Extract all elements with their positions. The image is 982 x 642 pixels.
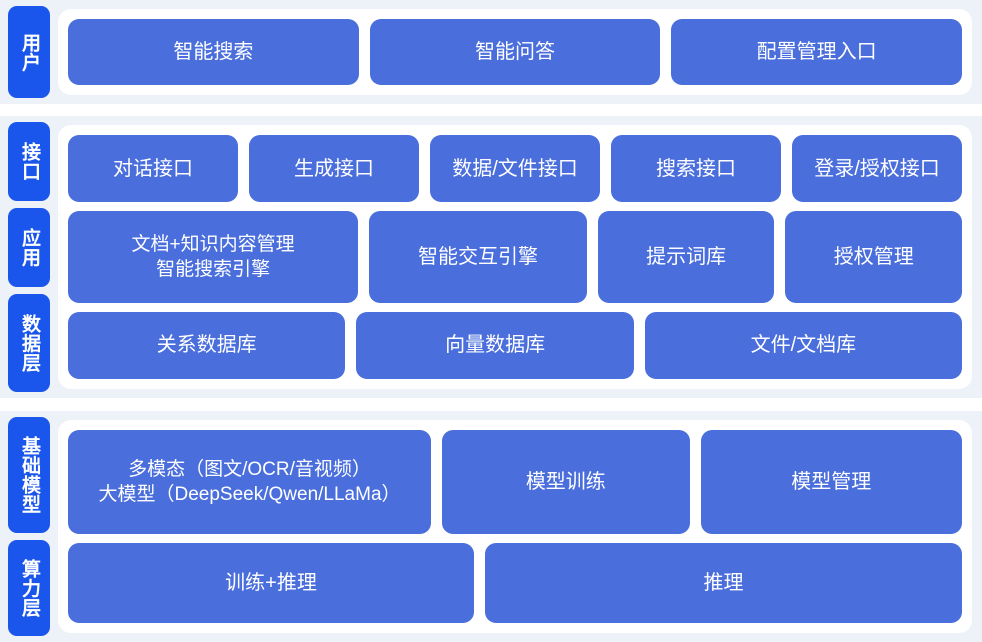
layer-tab[interactable]: 接口 <box>8 122 50 201</box>
capability-box[interactable]: 向量数据库 <box>356 311 634 379</box>
capability-box[interactable]: 模型训练 <box>442 430 690 535</box>
capability-box[interactable]: 多模态（图文/OCR/音视频） 大模型（DeepSeek/Qwen/LLaMa） <box>68 430 432 535</box>
layer-band-user: 用户智能搜索智能问答配置管理入口 <box>0 0 982 104</box>
layer-panel: 多模态（图文/OCR/音视频） 大模型（DeepSeek/Qwen/LLaMa）… <box>58 420 972 633</box>
layer-tab[interactable]: 应用 <box>8 207 50 287</box>
capability-box[interactable]: 生成接口 <box>249 135 419 203</box>
layer-band-foundation-model-compute: 基础模型算力层多模态（图文/OCR/音视频） 大模型（DeepSeek/Qwen… <box>0 411 982 642</box>
capability-box[interactable]: 智能交互引擎 <box>369 211 587 303</box>
capability-box[interactable]: 数据/文件接口 <box>430 135 600 203</box>
capability-box[interactable]: 对话接口 <box>68 135 238 203</box>
layer-panel: 对话接口生成接口数据/文件接口搜索接口登录/授权接口文档+知识内容管理 智能搜索… <box>58 125 972 389</box>
layer-tab[interactable]: 基础模型 <box>8 417 50 533</box>
layer-row: 文档+知识内容管理 智能搜索引擎智能交互引擎提示词库授权管理 <box>68 211 963 303</box>
capability-box[interactable]: 智能问答 <box>369 19 661 85</box>
layer-tab-rail: 用户 <box>0 0 58 104</box>
capability-box[interactable]: 搜索接口 <box>611 135 781 203</box>
layer-tab[interactable]: 算力层 <box>8 539 50 636</box>
capability-box[interactable]: 登录/授权接口 <box>792 135 962 203</box>
capability-box[interactable]: 推理 <box>485 543 962 623</box>
capability-box[interactable]: 关系数据库 <box>68 311 346 379</box>
layer-tab[interactable]: 用户 <box>8 6 50 98</box>
capability-box[interactable]: 文档+知识内容管理 智能搜索引擎 <box>68 211 359 303</box>
capability-box[interactable]: 配置管理入口 <box>671 19 963 85</box>
layer-panel: 智能搜索智能问答配置管理入口 <box>58 9 972 95</box>
capability-box[interactable]: 提示词库 <box>597 211 775 303</box>
layer-row: 训练+推理推理 <box>68 543 962 623</box>
capability-box[interactable]: 模型管理 <box>700 430 963 535</box>
layer-band-interface-application-data: 接口应用数据层对话接口生成接口数据/文件接口搜索接口登录/授权接口文档+知识内容… <box>0 116 982 398</box>
layer-row: 多模态（图文/OCR/音视频） 大模型（DeepSeek/Qwen/LLaMa）… <box>68 430 963 535</box>
layer-row: 对话接口生成接口数据/文件接口搜索接口登录/授权接口 <box>68 135 962 203</box>
capability-box[interactable]: 文件/文档库 <box>644 311 962 379</box>
layer-tab[interactable]: 数据层 <box>8 293 50 392</box>
layer-tab-rail: 基础模型算力层 <box>0 411 58 642</box>
layer-row: 智能搜索智能问答配置管理入口 <box>68 19 963 85</box>
layer-tab-rail: 接口应用数据层 <box>0 116 58 398</box>
layer-row: 关系数据库向量数据库文件/文档库 <box>68 311 962 379</box>
capability-box[interactable]: 训练+推理 <box>68 543 475 623</box>
capability-box[interactable]: 授权管理 <box>785 211 963 303</box>
capability-box[interactable]: 智能搜索 <box>68 19 359 85</box>
